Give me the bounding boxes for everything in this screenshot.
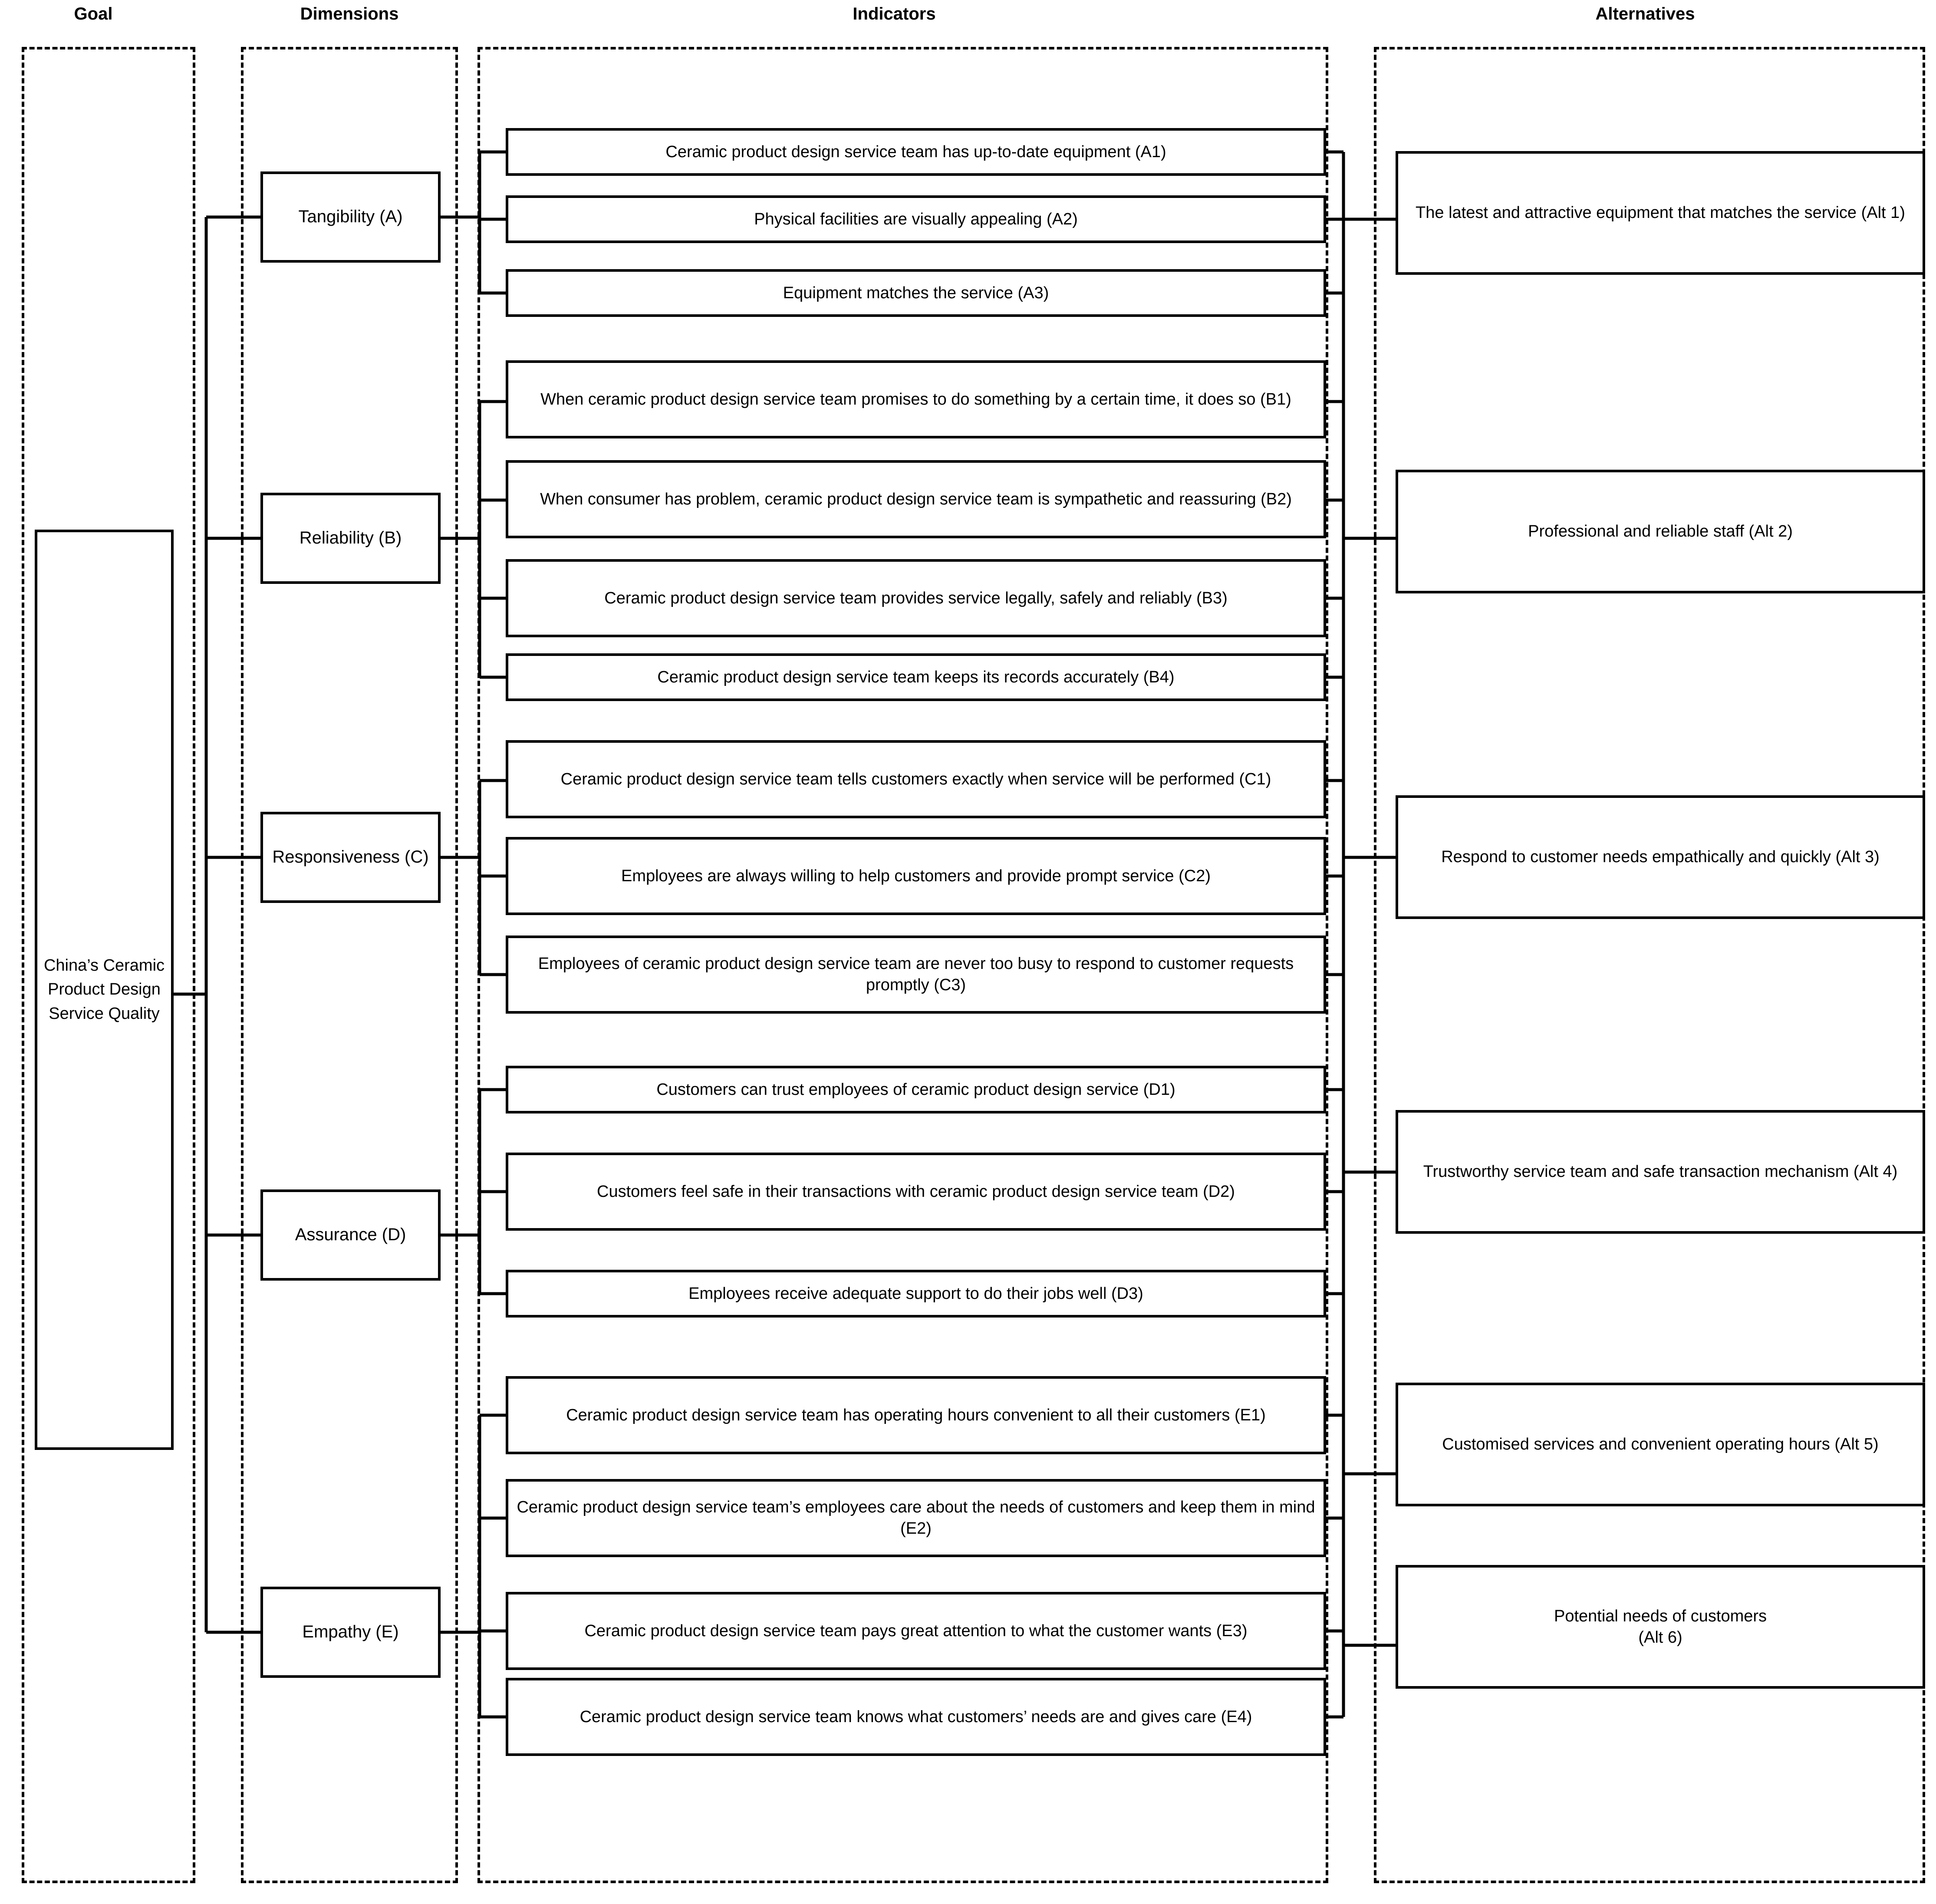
column-header-goal: Goal [74, 4, 113, 23]
indicator-node-b3[interactable]: Ceramic product design service team prov… [506, 559, 1326, 637]
indicator-node-e2[interactable]: Ceramic product design service team’s em… [506, 1479, 1326, 1557]
indicator-node-a1[interactable]: Ceramic product design service team has … [506, 128, 1326, 176]
indicator-node-d2[interactable]: Customers feel safe in their transaction… [506, 1153, 1326, 1231]
indicator-node-e4[interactable]: Ceramic product design service team know… [506, 1678, 1326, 1756]
alternative-node-alt3[interactable]: Respond to customer needs empathically a… [1396, 795, 1925, 919]
alternative-node-alt4[interactable]: Trustworthy service team and safe transa… [1396, 1110, 1925, 1234]
dimension-node-reliability[interactable]: Reliability (B) [260, 493, 441, 584]
indicator-node-c2[interactable]: Employees are always willing to help cus… [506, 837, 1326, 915]
column-header-indicators: Indicators [853, 4, 936, 23]
column-header-dimensions: Dimensions [300, 4, 399, 23]
alternative-node-alt6[interactable]: Potential needs of customers (Alt 6) [1396, 1565, 1925, 1689]
indicator-node-d1[interactable]: Customers can trust employees of ceramic… [506, 1066, 1326, 1113]
indicator-node-e1[interactable]: Ceramic product design service team has … [506, 1376, 1326, 1454]
indicator-node-b2[interactable]: When consumer has problem, ceramic produ… [506, 460, 1326, 538]
dimension-node-empathy[interactable]: Empathy (E) [260, 1587, 441, 1678]
indicator-node-e3[interactable]: Ceramic product design service team pays… [506, 1592, 1326, 1670]
region-dimensions [241, 47, 458, 1883]
alternative-node-alt2[interactable]: Professional and reliable staff (Alt 2) [1396, 470, 1925, 593]
dimension-node-responsiveness[interactable]: Responsiveness (C) [260, 812, 441, 903]
dimension-node-assurance[interactable]: Assurance (D) [260, 1189, 441, 1281]
goal-node[interactable]: China’s Ceramic Product Design Service Q… [35, 530, 174, 1450]
indicator-node-a2[interactable]: Physical facilities are visually appeali… [506, 195, 1326, 243]
indicator-node-b1[interactable]: When ceramic product design service team… [506, 360, 1326, 438]
indicator-node-d3[interactable]: Employees receive adequate support to do… [506, 1270, 1326, 1318]
region-alternatives [1374, 47, 1925, 1883]
region-goal [22, 47, 195, 1883]
indicator-node-c3[interactable]: Employees of ceramic product design serv… [506, 936, 1326, 1014]
indicator-node-b4[interactable]: Ceramic product design service team keep… [506, 653, 1326, 701]
alternative-node-alt1[interactable]: The latest and attractive equipment that… [1396, 151, 1925, 275]
indicator-node-a3[interactable]: Equipment matches the service (A3) [506, 269, 1326, 317]
indicator-node-c1[interactable]: Ceramic product design service team tell… [506, 740, 1326, 818]
dimension-node-tangibility[interactable]: Tangibility (A) [260, 171, 441, 263]
column-header-alternatives: Alternatives [1595, 4, 1695, 23]
alternative-node-alt5[interactable]: Customised services and convenient opera… [1396, 1383, 1925, 1506]
